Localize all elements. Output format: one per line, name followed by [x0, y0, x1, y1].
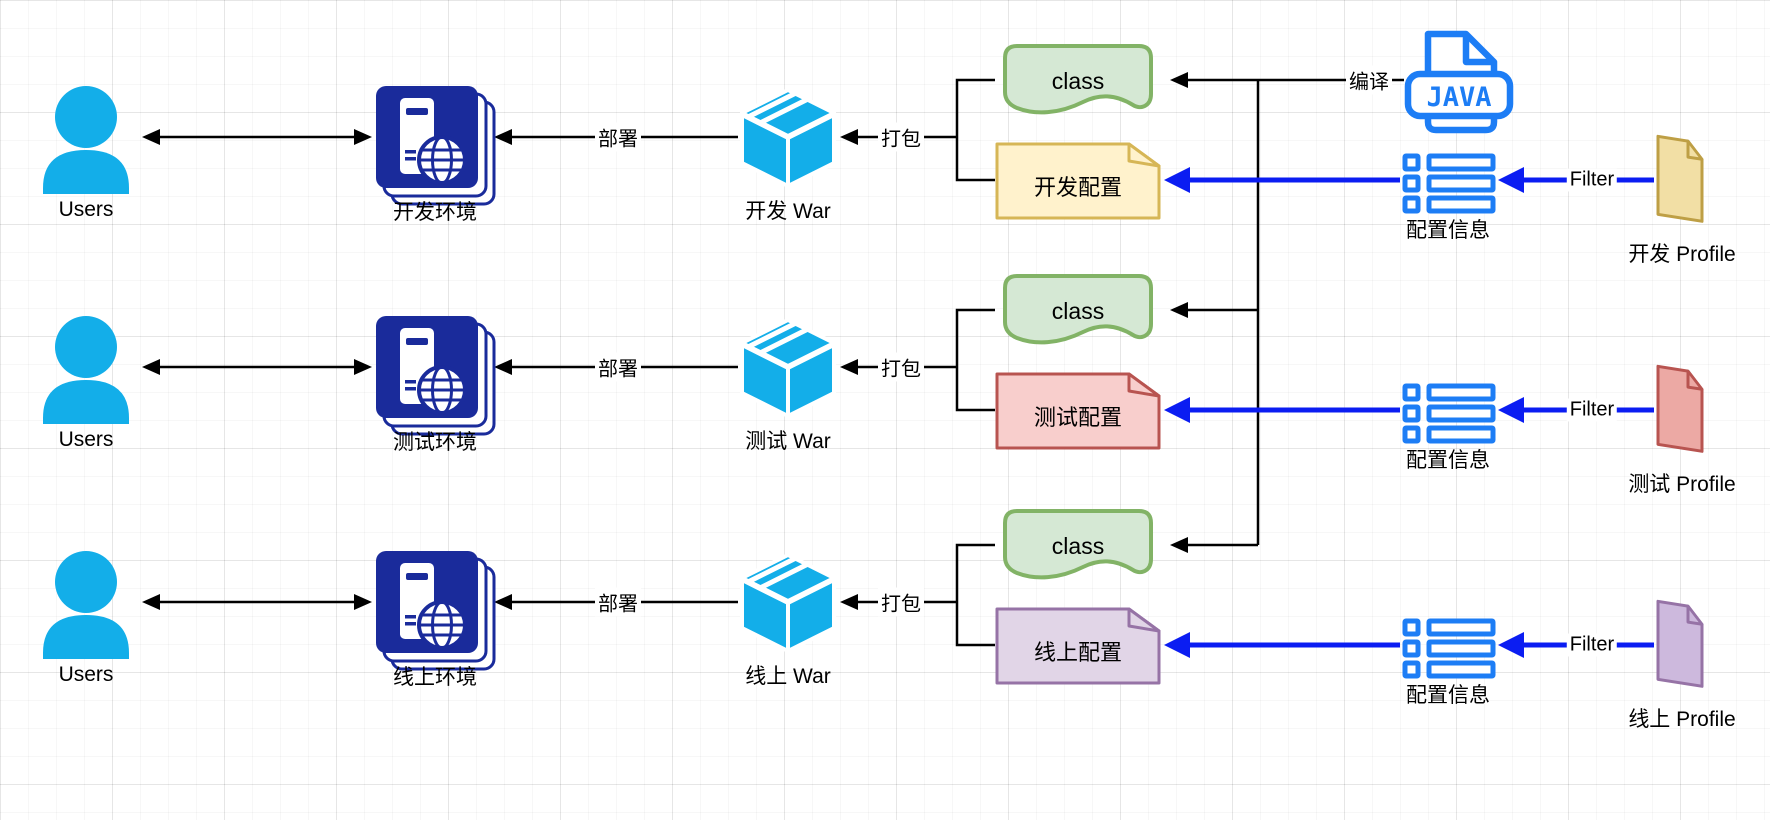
war-label: 线上 War	[745, 665, 831, 688]
class-label: class	[1051, 67, 1105, 94]
config-label: 开发配置	[1033, 175, 1122, 200]
filter-arrow-label: Filter	[1566, 168, 1618, 192]
class-file-shape[interactable]: class	[995, 42, 1161, 120]
config-note-shape[interactable]: 开发配置	[995, 142, 1161, 220]
users-icon[interactable]	[38, 549, 134, 666]
environment-label: 测试环境	[393, 431, 477, 454]
java-file-icon[interactable]: JAVA	[1404, 30, 1514, 139]
war-label: 测试 War	[745, 430, 831, 453]
deploy-arrow-label: 部署	[595, 122, 641, 152]
class-file-shape[interactable]: class	[995, 507, 1161, 585]
profile-label: 线上 Profile	[1628, 708, 1736, 731]
filter-arrow-label: Filter	[1566, 633, 1618, 657]
war-label: 开发 War	[745, 200, 831, 223]
config-label: 线上配置	[1033, 640, 1122, 665]
class-file-shape[interactable]: class	[995, 272, 1161, 350]
filter-arrow-label: Filter	[1566, 398, 1618, 422]
war-package-icon[interactable]	[737, 87, 839, 193]
config-info-label: 配置信息	[1406, 449, 1490, 472]
environment-label: 开发环境	[393, 201, 477, 224]
config-info-label: 配置信息	[1406, 684, 1490, 707]
deploy-arrow-label: 部署	[595, 352, 641, 382]
config-note-shape[interactable]: 测试配置	[995, 372, 1161, 450]
config-info-label: 配置信息	[1406, 219, 1490, 242]
java-badge-text: JAVA	[1426, 82, 1491, 113]
server-environment-icon[interactable]	[374, 84, 496, 211]
war-package-icon[interactable]	[737, 317, 839, 423]
users-icon[interactable]	[38, 314, 134, 431]
profile-label: 测试 Profile	[1628, 473, 1736, 496]
profile-file-icon[interactable]	[1656, 360, 1706, 465]
environment-label: 线上环境	[393, 666, 477, 689]
config-label: 测试配置	[1033, 405, 1122, 430]
class-label: class	[1051, 297, 1105, 324]
deploy-arrow-label: 部署	[595, 587, 641, 617]
package-arrow-label: 打包	[878, 122, 924, 152]
config-info-icon[interactable]	[1402, 153, 1496, 220]
config-note-shape[interactable]: 线上配置	[995, 607, 1161, 685]
config-info-icon[interactable]	[1402, 618, 1496, 685]
profile-file-icon[interactable]	[1656, 130, 1706, 235]
users-label: Users	[58, 663, 114, 686]
profile-label: 开发 Profile	[1628, 243, 1736, 266]
server-environment-icon[interactable]	[374, 314, 496, 441]
config-info-icon[interactable]	[1402, 383, 1496, 450]
users-label: Users	[58, 428, 114, 451]
class-label: class	[1051, 532, 1105, 559]
users-label: Users	[58, 198, 114, 221]
profile-file-icon[interactable]	[1656, 595, 1706, 700]
server-environment-icon[interactable]	[374, 549, 496, 676]
package-arrow-label: 打包	[878, 587, 924, 617]
package-arrow-label: 打包	[878, 352, 924, 382]
compile-arrow-label: 编译	[1346, 65, 1392, 95]
war-package-icon[interactable]	[737, 552, 839, 658]
users-icon[interactable]	[38, 84, 134, 201]
